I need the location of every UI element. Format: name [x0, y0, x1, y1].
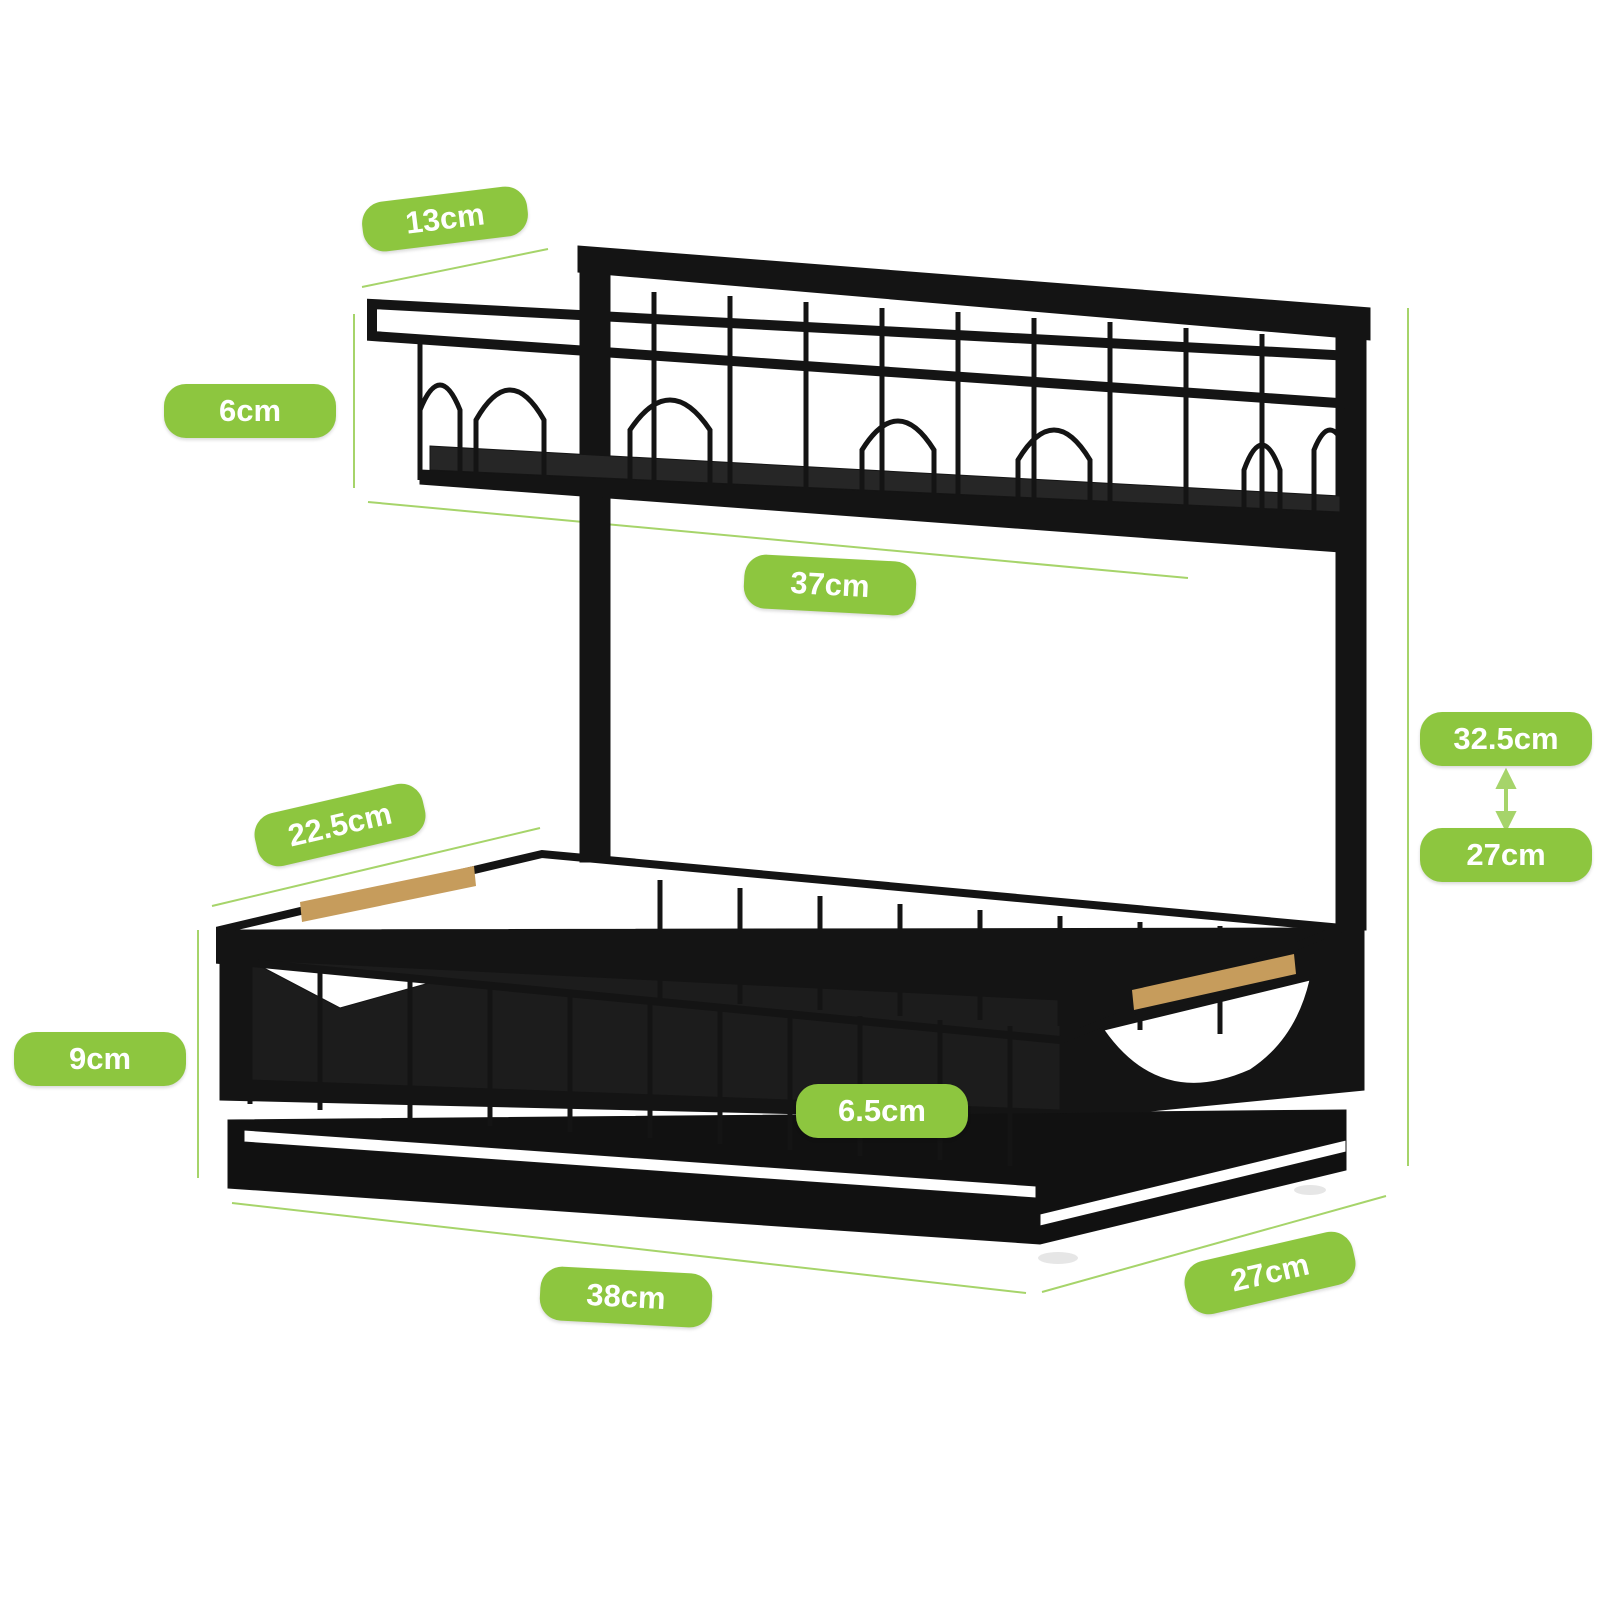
basket-height-label: 9cm	[14, 1032, 186, 1086]
basket-inner-height-label: 6.5cm	[796, 1084, 968, 1138]
top-height-label: 6cm	[164, 384, 336, 438]
upper-shelf-wires	[417, 292, 1349, 534]
suction-feet	[1038, 1185, 1326, 1264]
total-height-min-label: 27cm	[1420, 828, 1592, 882]
top-width-label: 37cm	[742, 553, 918, 617]
total-height-max-label: 32.5cm	[1420, 712, 1592, 766]
wooden-handles	[300, 866, 1296, 1010]
base-width-label: 38cm	[538, 1265, 714, 1329]
dimension-lines	[197, 248, 1517, 1294]
